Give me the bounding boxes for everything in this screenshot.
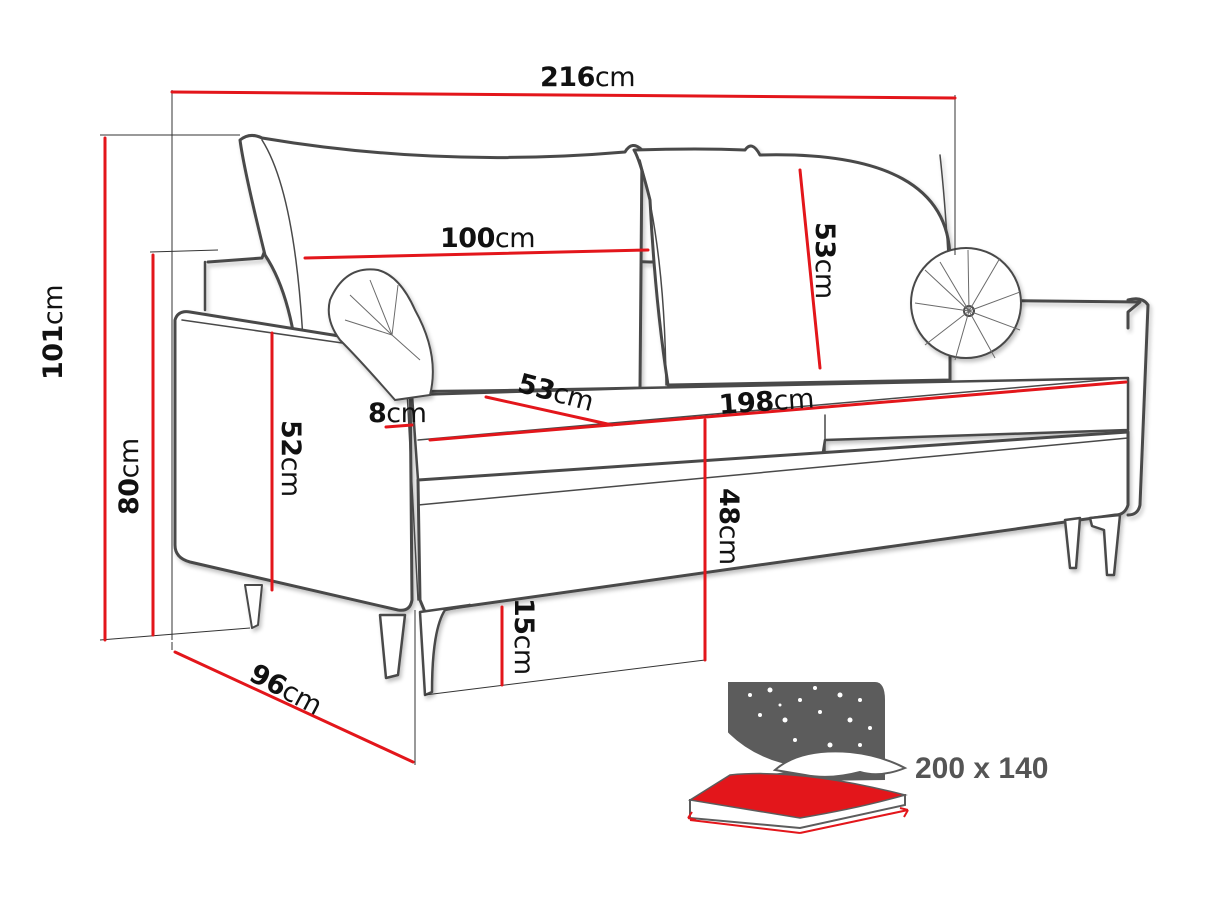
dimension-unit: cm xyxy=(713,524,744,565)
dimension-armrest-height: 52cm xyxy=(275,420,306,497)
round-bolster-pillows xyxy=(327,247,1022,402)
dimension-unit: cm xyxy=(594,62,636,93)
dimension-value: 100 xyxy=(440,223,495,254)
dimension-cushion-height: 53cm xyxy=(809,222,840,299)
dimension-total-height: 101cm xyxy=(38,284,69,380)
dimension-seat-width: 198cm xyxy=(717,383,815,421)
dimension-leg-height: 15cm xyxy=(508,598,539,675)
dimension-value: 15 xyxy=(508,598,539,635)
dimension-unit: cm xyxy=(508,634,539,675)
dimension-value: 80 xyxy=(114,478,145,515)
sofa-bed-icon xyxy=(687,682,909,834)
dimension-unit: cm xyxy=(275,456,306,497)
dimension-value: 52 xyxy=(275,420,306,457)
dimension-value: 198 xyxy=(717,386,775,421)
dimension-unit: cm xyxy=(38,284,69,326)
dimension-value: 48 xyxy=(713,488,744,525)
dimension-unit: cm xyxy=(772,383,815,418)
dimension-lines xyxy=(103,90,1128,764)
dimension-value: 53 xyxy=(809,222,840,259)
dimension-armrest-width: 8cm xyxy=(368,398,427,429)
dimension-value: 101 xyxy=(38,325,69,380)
dimension-unit: cm xyxy=(114,438,145,479)
sofa-body xyxy=(173,133,1150,697)
dimension-value: 8 xyxy=(368,398,387,429)
dimension-back-height: 80cm xyxy=(114,438,145,515)
dimension-cushion-width: 100cm xyxy=(440,223,536,254)
dimension-unit: cm xyxy=(494,223,536,254)
dimension-total-width: 216cm xyxy=(540,62,636,93)
dimension-value: 216 xyxy=(540,62,595,93)
dimension-unit: cm xyxy=(809,258,840,299)
pillow-pleats xyxy=(344,249,1021,361)
dimension-unit: cm xyxy=(386,398,427,429)
dimension-seat-height: 48cm xyxy=(713,488,744,565)
sleeping-area-label: 200 x 140 xyxy=(915,752,1049,785)
